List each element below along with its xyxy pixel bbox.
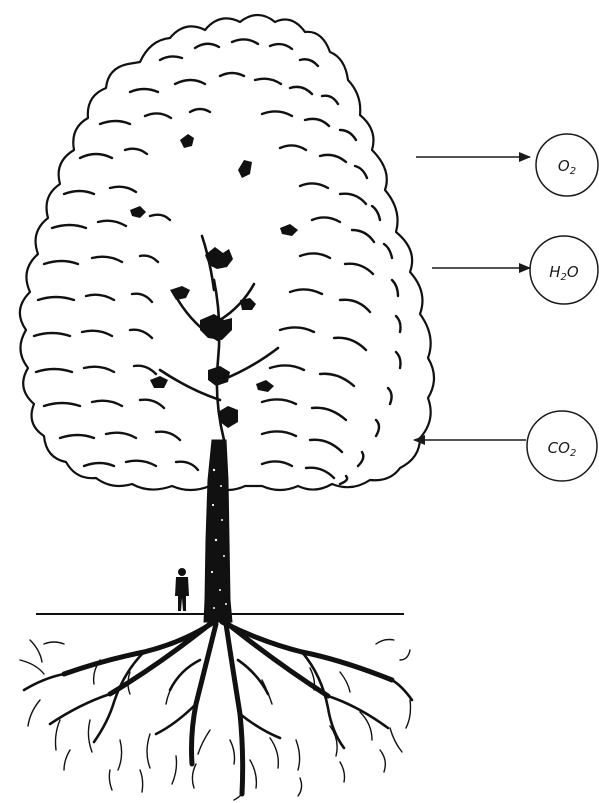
h2o-base: H xyxy=(549,263,560,281)
tree-roots xyxy=(20,622,412,800)
h2o-tail: O xyxy=(567,263,579,281)
gas-labels: O2 H2O CO2 xyxy=(527,134,598,481)
tree-crown xyxy=(20,15,434,490)
co2-base: CO xyxy=(548,439,570,457)
o2-base: O xyxy=(558,157,570,175)
tree-trunk xyxy=(204,440,232,622)
co2-label: CO2 xyxy=(527,411,597,481)
gas-arrows xyxy=(414,157,530,440)
o2-subscript: 2 xyxy=(570,166,576,177)
co2-subscript: 2 xyxy=(570,448,576,459)
o2-label: O2 xyxy=(536,134,598,196)
h2o-label: H2O xyxy=(530,236,598,304)
h2o-circle xyxy=(530,236,598,304)
person-figure xyxy=(175,568,189,611)
